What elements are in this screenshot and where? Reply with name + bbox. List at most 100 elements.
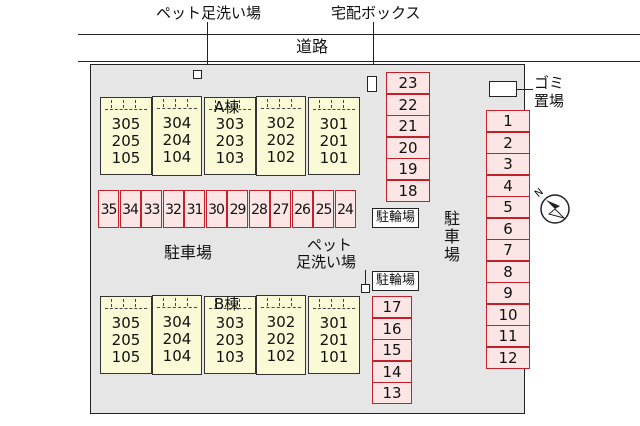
svg-text:N: N [534,187,546,200]
parking-stall: 35 [98,190,119,228]
parking-stall: 8 [486,260,530,283]
room-number: 205 [111,132,141,150]
parking-stall: 32 [162,190,184,228]
parking-stall: 13 [372,382,412,404]
building-a-name: A棟 [214,98,240,116]
building-b-name: B棟 [214,295,240,313]
parking-stall: 21 [386,115,430,137]
balcony-line [157,108,197,109]
balcony-divider [239,299,240,307]
balcony-line [209,109,251,110]
delivery-box-marker [367,76,377,92]
balcony-divider [343,299,344,307]
pet-wash-label-center-line2: 足洗い場 [296,253,357,271]
pet-wash-callout-line [207,22,208,72]
balcony-divider [123,299,124,307]
bicycle-parking-tag-2: 駐輪場 [372,271,420,291]
parking-stall: 30 [205,190,227,228]
trash-area-box [489,81,517,97]
room-number: 105 [111,149,141,167]
road-edge-top [78,34,640,35]
balcony-divider [215,100,216,108]
balcony-divider [187,99,188,107]
room-number: 101 [319,149,349,167]
balcony-line [105,109,147,110]
parking-stall: 28 [248,190,270,228]
room-number: 203 [215,132,245,150]
parking-stall: 24 [334,190,356,228]
parking-stall: 2 [486,131,530,154]
parking-stall: 11 [486,325,530,347]
trash-label-line1: ゴミ [534,74,565,92]
parking-stall: 4 [486,174,530,197]
parking-stall: 3 [486,153,530,175]
parking-stall: 9 [486,282,530,304]
room-number: 204 [162,131,192,149]
bicycle-parking-tag-1: 駐輪場 [372,208,420,228]
room-number: 305 [111,314,141,332]
parking-stall: 34 [119,190,141,228]
room-number: 302 [266,313,296,331]
room-number: 101 [319,348,349,366]
balcony-divider [227,100,228,108]
room-number: 301 [319,115,349,133]
balcony-divider [239,100,240,108]
balcony-divider [319,299,320,307]
room-number: 104 [162,148,192,166]
room-number: 204 [162,330,192,348]
balcony-line [261,108,301,109]
balcony-divider [279,298,280,306]
pet-wash-label-top: ペット足洗い場 [156,4,262,22]
balcony-divider [319,100,320,108]
room-number: 205 [111,331,141,349]
parking-stall: 12 [486,346,530,369]
parking-stall: 33 [141,190,162,228]
balcony-line [209,308,251,309]
balcony-divider [267,298,268,306]
balcony-divider [123,100,124,108]
room-number: 103 [215,149,245,167]
parking-stall: 19 [386,158,430,180]
balcony-divider [163,298,164,306]
balcony-line [157,307,197,308]
balcony-divider [331,299,332,307]
balcony-divider [291,99,292,107]
room-number: 202 [266,330,296,348]
room-number: 304 [162,313,192,331]
room-number: 304 [162,114,192,132]
balcony-divider [343,100,344,108]
parking-stall: 22 [386,93,430,116]
parking-stall: 15 [372,339,412,361]
balcony-divider [331,100,332,108]
balcony-divider [291,298,292,306]
room-number: 303 [215,314,245,332]
room-number: 104 [162,347,192,365]
balcony-divider [215,299,216,307]
balcony-divider [175,298,176,306]
parking-stall: 27 [270,190,291,228]
pet-wash-callout-line-center [365,270,366,284]
parking-label-center: 駐車場 [164,243,213,262]
parking-stall: 18 [386,179,430,202]
parking-stall: 6 [486,217,530,240]
balcony-divider [163,99,164,107]
balcony-line [105,308,147,309]
room-number: 305 [111,115,141,133]
trash-label-line2: 置場 [534,92,565,110]
balcony-divider [187,298,188,306]
room-number: 201 [319,132,349,150]
balcony-divider [175,99,176,107]
parking-stall: 20 [386,136,430,159]
balcony-line [313,109,355,110]
room-number: 103 [215,348,245,366]
road-edge-bottom [78,61,640,62]
balcony-line [261,307,301,308]
room-number: 303 [215,115,245,133]
parking-stall: 17 [372,296,412,318]
